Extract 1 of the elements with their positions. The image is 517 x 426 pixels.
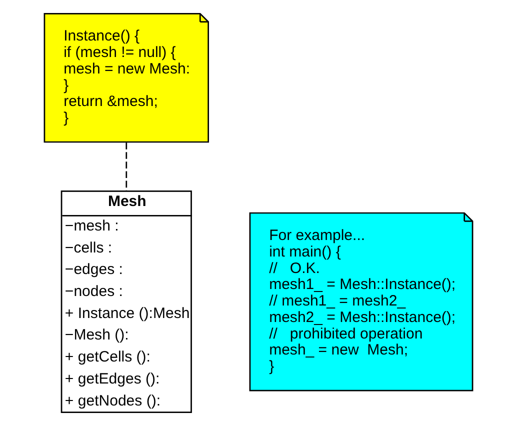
connector (126, 142, 128, 192)
